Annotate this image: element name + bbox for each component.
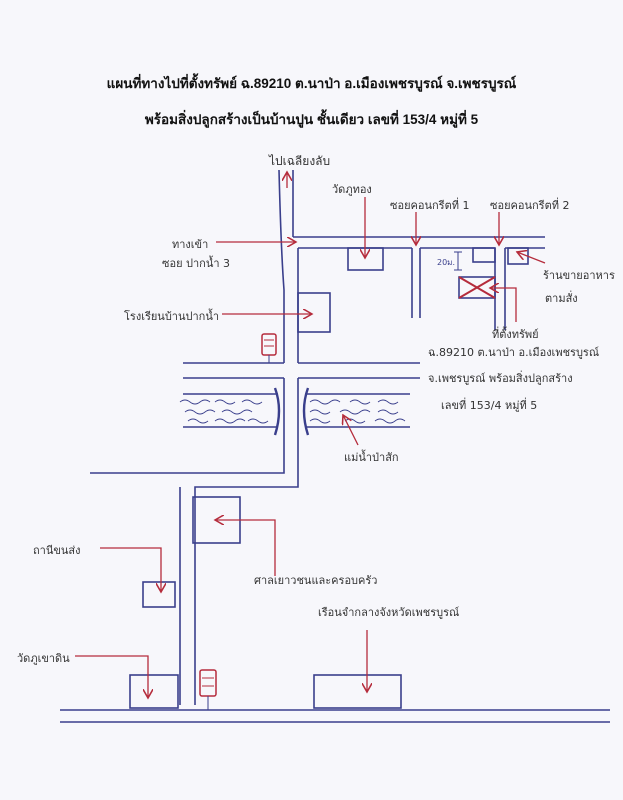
distance-marker xyxy=(454,251,462,271)
label-entrance: ทางเข้า xyxy=(172,238,209,251)
label-to-chaliang-lap: ไปเฉลียงลับ xyxy=(269,154,331,168)
arrows xyxy=(75,172,546,698)
label-wat-phu-thong: วัดภูทอง xyxy=(332,183,372,196)
traffic-light-icon xyxy=(199,669,217,697)
label-school: โรงเรียนบ้านปากน้ำ xyxy=(124,310,220,323)
label-property-line-2: จ.เพชรบูรณ์ พร้อมสิ่งปลูกสร้าง xyxy=(428,372,573,385)
prison-building xyxy=(313,674,402,709)
label-wat-phu-khao-din: วัดภูเขาดิน xyxy=(17,652,70,665)
river-waves xyxy=(179,399,406,424)
map-title-line-2: พร้อมสิ่งปลูกสร้างเป็นบ้านปูน ชั้นเดียว … xyxy=(144,112,479,127)
label-food-shop-line-1: ร้านขายอาหาร xyxy=(543,269,615,282)
label-soi-paknam-3: ซอย ปากน้ำ 3 xyxy=(162,257,231,270)
label-prison: เรือนจำกลางจังหวัดเพชรบูรณ์ xyxy=(318,606,460,619)
label-soi-concrete-1: ซอยคอนกรีตที่ 1 xyxy=(390,199,470,212)
school-building xyxy=(297,292,331,333)
label-juvenile-court: ศาลเยาวชนและครอบครัว xyxy=(254,574,378,587)
label-food-shop-line-2: ตามสั่ง xyxy=(545,292,578,305)
food-shop-building xyxy=(507,247,529,265)
label-property: ที่ตั้งทรัพย์ xyxy=(492,328,539,341)
traffic-light-icon xyxy=(261,333,277,356)
bus-station-building xyxy=(142,581,176,608)
label-property-line-1: ฉ.89210 ต.นาป่า อ.เมืองเพชรบูรณ์ xyxy=(428,346,600,359)
map-title-line-1: แผนที่ทางไปที่ตั้งทรัพย์ ฉ.89210 ต.นาป่า… xyxy=(106,76,517,91)
building-near-soi-2 xyxy=(472,247,496,263)
label-bus-station: ถานีขนส่ง xyxy=(33,544,81,557)
traffic-lights xyxy=(199,333,277,710)
label-soi-concrete-2: ซอยคอนกรีตที่ 2 xyxy=(490,199,570,212)
label-property-line-3: เลขที่ 153/4 หมู่ที่ 5 xyxy=(441,399,538,412)
label-distance: 20ม. xyxy=(437,258,455,267)
label-river: แม่น้ำป่าสัก xyxy=(344,451,399,464)
property-x-mark xyxy=(458,276,496,299)
wat-phu-khao-din-building xyxy=(129,674,179,709)
